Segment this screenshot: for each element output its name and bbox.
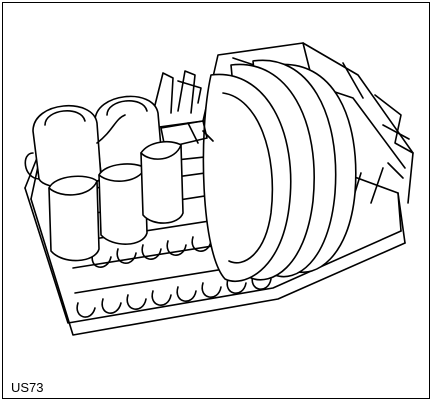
dish-rack-illustration [24, 42, 414, 336]
plate-icon [202, 59, 357, 283]
figure-frame: US73 [2, 2, 430, 399]
figure-code-label: US73 [11, 380, 44, 395]
cup-icon [24, 95, 184, 262]
